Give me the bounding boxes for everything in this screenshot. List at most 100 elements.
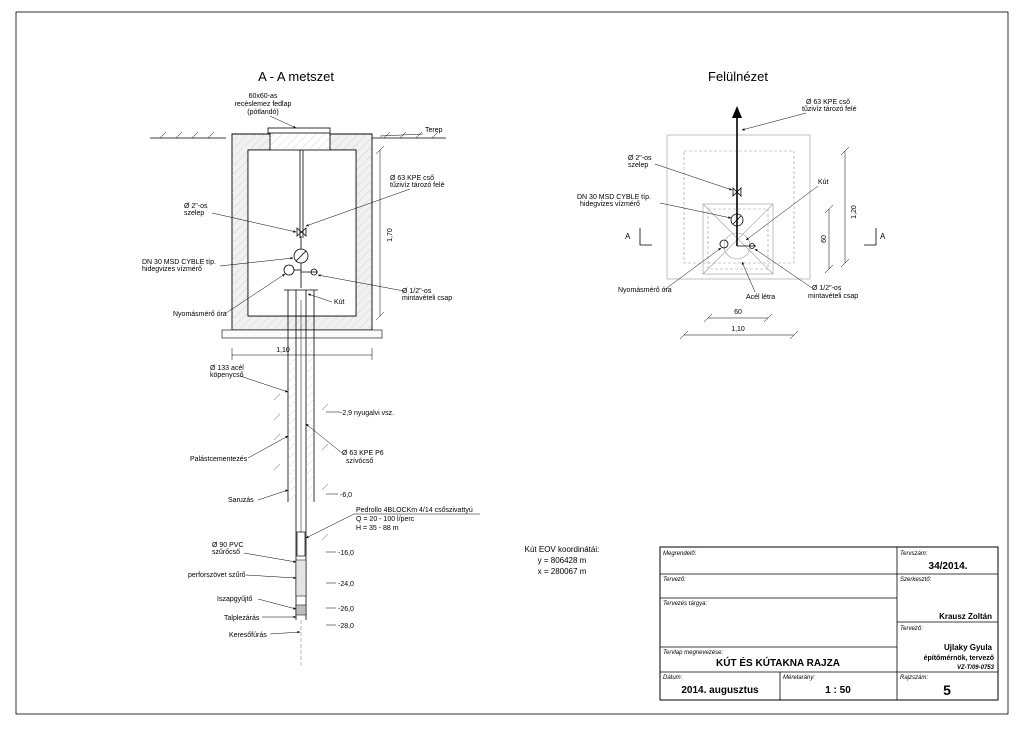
cover-label-2: recéslemez fedlap bbox=[235, 101, 292, 108]
width-dim-label: 1,10 bbox=[276, 347, 290, 354]
plan-valve-label-2: szelep bbox=[628, 162, 648, 169]
plan-well-label: Kút bbox=[818, 179, 829, 186]
depth-26-label: -26,0 bbox=[338, 606, 354, 613]
tb-scale-label: Méretarány: bbox=[783, 675, 815, 681]
bottom-label: Talplezárás bbox=[224, 615, 260, 622]
valve-symbol bbox=[296, 227, 307, 237]
sample-tap-symbol bbox=[310, 268, 318, 276]
sample-label-2: mintavételi csap bbox=[402, 295, 452, 302]
plan-view: Felülnézet Ø 63 KPE cső tűzivíz tározó f… bbox=[577, 69, 886, 340]
plan-dim-60h-tick-b bbox=[763, 313, 773, 323]
plan-valve-leader bbox=[654, 163, 733, 191]
plan-gauge-leader bbox=[663, 247, 722, 291]
plan-sample-leader bbox=[754, 248, 813, 289]
plan-valve-label-1: Ø 2"-os bbox=[628, 155, 652, 162]
plan-foundation-outline bbox=[683, 150, 795, 264]
valve-leader bbox=[211, 212, 297, 233]
cover-leader bbox=[269, 115, 297, 129]
tb-designer-label: Tervező: bbox=[663, 577, 686, 583]
depth-6-label: -6,0 bbox=[340, 492, 352, 499]
coords-title: Kút EOV koordinátái: bbox=[525, 545, 600, 554]
plan-inner-chamber-dashed bbox=[707, 208, 769, 270]
suction-leader bbox=[305, 423, 343, 454]
pump-body bbox=[296, 531, 306, 557]
coords-y: y = 806428 m bbox=[538, 556, 587, 565]
tb-date-label: Dátum: bbox=[663, 675, 683, 681]
foundation-slab bbox=[221, 329, 383, 339]
plan-sample-label-1: Ø 1/2"-os bbox=[812, 285, 842, 292]
plan-dim-120-tick-a bbox=[840, 146, 850, 156]
casing-leader bbox=[239, 375, 289, 393]
sheet-frame bbox=[15, 11, 1009, 715]
tb-planner-label: Tervező: bbox=[900, 626, 923, 632]
water-meter-slash bbox=[295, 250, 307, 262]
terrain-label: Terep bbox=[425, 127, 443, 134]
plan-valve-symbol bbox=[732, 187, 742, 197]
cover-plate bbox=[267, 127, 331, 134]
terrain-leader bbox=[379, 133, 424, 137]
sample-label-1: Ø 1/2"-os bbox=[402, 288, 432, 295]
depth-24-label: -24,0 bbox=[338, 581, 354, 588]
well-leader bbox=[307, 293, 333, 303]
plan-dim-60v-tick-b bbox=[824, 264, 834, 274]
section-view: A - A metszet 60x60-as recéslemez fedlap… bbox=[142, 69, 480, 665]
plan-gauge-label: Nyomásmérő óra bbox=[618, 287, 672, 294]
cover-label-3: (pótlandó) bbox=[247, 109, 279, 116]
pump-label-1: Pedrollo 4BLOCKm 4/14 csőszivattyú bbox=[356, 507, 473, 514]
meter-label-1: DN 30 MSD CYBLE típ. bbox=[142, 259, 216, 266]
plan-title: Felülnézet bbox=[708, 69, 768, 84]
tb-date: 2014. augusztus bbox=[681, 685, 759, 696]
tb-planner-name: Ujlaky Gyula bbox=[944, 643, 993, 652]
section-mark-left-arrow bbox=[639, 228, 652, 246]
chamber-inner bbox=[247, 149, 357, 317]
gauge-label: Nyomásmérő óra bbox=[173, 311, 227, 318]
height-dim-label: 1,70 bbox=[387, 228, 394, 242]
casing-label-1: Ø 133 acél bbox=[210, 365, 244, 372]
casing-label-2: köpenycső bbox=[210, 372, 244, 379]
plan-inner-chamber bbox=[702, 203, 774, 275]
pipe-leader bbox=[305, 188, 411, 227]
pvc-label-1: Ø 90 PVC bbox=[212, 542, 244, 549]
pipe-label-1: Ø 63 KPE cső bbox=[390, 175, 434, 182]
depth-marks: -2,9 nyugalvi vsz. -6,0 -16,0 -24,0 -26,… bbox=[326, 410, 394, 630]
section-mark-left: A bbox=[625, 232, 631, 241]
tb-editor-label: Szerkesztő: bbox=[900, 577, 932, 583]
plan-meter-label-1: DN 30 MSD CYBLE típ. bbox=[577, 194, 651, 201]
sludge-trap bbox=[295, 604, 307, 616]
plan-dim-120-label: 1,20 bbox=[851, 205, 858, 219]
sample-leader bbox=[317, 274, 405, 292]
search-drill-label: Keresőfúrás bbox=[229, 632, 267, 639]
tb-sheet-label: Tervlap megnevezése: bbox=[663, 650, 723, 656]
pump-label-2: Q = 20 - 100 l/perc bbox=[356, 516, 415, 523]
plan-gauge-symbol bbox=[719, 239, 729, 249]
plan-dim-60v-label: 60 bbox=[821, 235, 828, 243]
tb-plan-no: 34/2014. bbox=[929, 561, 968, 572]
height-dim-tick-top bbox=[375, 145, 385, 155]
cementing-hatch-left bbox=[288, 338, 296, 502]
section-mark-right: A bbox=[880, 232, 886, 241]
plan-ladder-leader bbox=[741, 261, 756, 293]
tb-scale: 1 : 50 bbox=[825, 685, 851, 696]
section-title: A - A metszet bbox=[258, 69, 334, 84]
search-drill-leader bbox=[269, 630, 301, 635]
filter-screen bbox=[295, 559, 307, 597]
tb-subject-label: Tervezés tárgya: bbox=[663, 601, 707, 607]
tb-sheet-name: KÚT ÉS KÚTAKNA RAJZA bbox=[716, 656, 840, 669]
plan-pipe-leader bbox=[741, 112, 807, 131]
title-block-frame bbox=[659, 546, 999, 701]
plan-well-leader bbox=[745, 185, 819, 241]
plan-sample-label-2: mintavételi csap bbox=[808, 293, 858, 300]
section-mark-right-arrow bbox=[864, 228, 877, 246]
valve-label-1: Ø 2"-os bbox=[184, 203, 208, 210]
plan-dim-60h-label: 60 bbox=[734, 309, 742, 316]
plan-meter-leader bbox=[659, 202, 732, 219]
plan-meter-label-2: hidegvizes vízmérő bbox=[580, 201, 640, 208]
plan-dim-60h-tick-a bbox=[703, 313, 713, 323]
pump-label-3: H = 35 - 88 m bbox=[356, 525, 399, 532]
plan-pipe-label-2: tűzivíz tározó felé bbox=[802, 106, 857, 113]
water-level-label: -2,9 nyugalvi vsz. bbox=[340, 410, 394, 417]
tb-plan-no-label: Tervszám: bbox=[900, 551, 928, 557]
screen-leader bbox=[245, 574, 297, 580]
plan-dim-110-tick-b bbox=[789, 330, 799, 340]
